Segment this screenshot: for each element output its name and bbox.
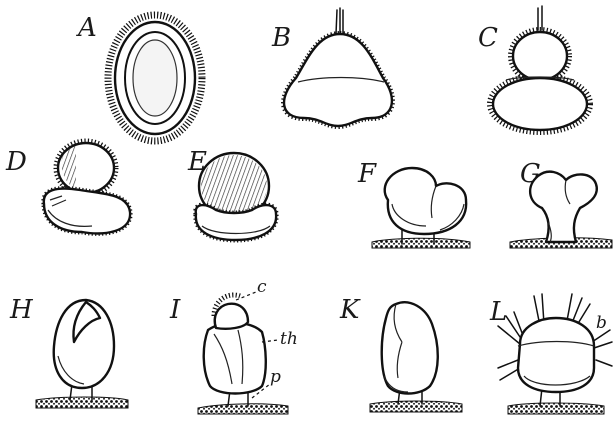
figure-letter-c: C xyxy=(478,23,498,53)
annotation-c: c xyxy=(236,277,267,300)
figure-f: F xyxy=(357,159,470,248)
figure-c: C xyxy=(478,6,590,132)
annotation-label-b: b xyxy=(596,313,607,333)
figure-k-drawing xyxy=(370,302,462,412)
figure-h: H xyxy=(9,295,128,408)
figure-k: K xyxy=(339,295,462,412)
figure-b-drawing xyxy=(284,8,392,126)
figure-i-drawing xyxy=(198,295,288,414)
figure-i: I xyxy=(169,295,288,414)
figure-a-drawing xyxy=(108,15,202,141)
figure-letter-d: D xyxy=(5,147,27,177)
figure-letter-i: I xyxy=(169,295,181,325)
figure-b: B xyxy=(271,8,392,126)
figure-e: E xyxy=(187,147,276,240)
figure-a: A xyxy=(76,13,202,141)
figure-d: D xyxy=(5,141,130,233)
figure-f-drawing xyxy=(372,168,470,248)
figure-letter-k: K xyxy=(339,295,361,325)
figure-letter-f: F xyxy=(357,159,377,189)
figure-g: G xyxy=(510,159,612,248)
figure-h-drawing xyxy=(36,300,128,408)
annotation-label-c: c xyxy=(257,277,267,297)
figure-letter-a: A xyxy=(76,13,97,43)
annotation-label-p: p xyxy=(270,367,281,387)
figure-letter-b: B xyxy=(271,23,291,53)
annotation-b: b xyxy=(596,313,607,333)
annotation-label-th: th xyxy=(280,329,298,349)
figure-letter-h: H xyxy=(9,295,34,325)
figure-d-drawing xyxy=(44,141,130,233)
figure-e-drawing xyxy=(196,153,276,240)
figure-l-drawing xyxy=(498,294,612,414)
figure-l: L xyxy=(489,294,612,414)
figure-c-drawing xyxy=(490,6,590,132)
annotation-th: th xyxy=(262,329,298,349)
figure-letter-l: L xyxy=(489,297,507,327)
